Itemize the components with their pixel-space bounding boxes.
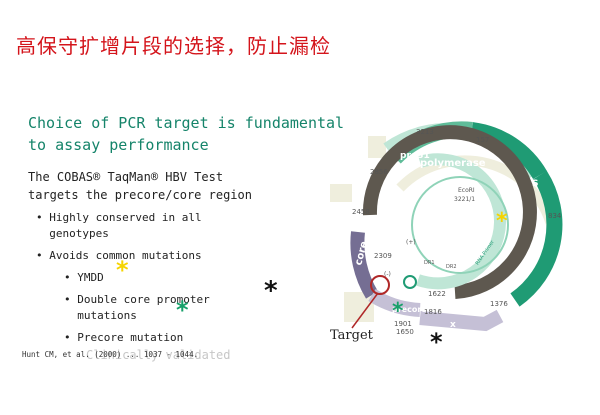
target-label: Target bbox=[330, 328, 373, 343]
core-arc bbox=[350, 231, 379, 299]
bullet-text: • Highly conserved in all bbox=[36, 211, 202, 224]
polymerase-arc bbox=[362, 125, 537, 299]
bullet-avoids-mutations: • Avoids common mutations bbox=[36, 248, 202, 264]
target-circle bbox=[370, 275, 390, 295]
slide-title-chinese: 高保守扩增片段的选择，防止漏检 bbox=[16, 34, 331, 58]
position-label: 1816 bbox=[424, 308, 442, 316]
bullet-highly-conserved: • Highly conserved in all genotypes bbox=[36, 210, 202, 242]
x-gene-arc bbox=[419, 309, 504, 332]
x-gene-label: x bbox=[450, 320, 456, 330]
dr1-label: DR1 bbox=[424, 260, 435, 266]
bullet-text: • Avoids common mutations bbox=[36, 249, 202, 262]
inner-strand-ring bbox=[411, 176, 509, 274]
subtitle-line-1: The COBAS® TaqMan® HBV Test bbox=[28, 170, 224, 184]
position-label: 157 bbox=[476, 136, 489, 144]
slide-subtitle: The COBAS® TaqMan® HBV Test targets the … bbox=[28, 168, 252, 204]
ecori-position: 3221/1 bbox=[454, 196, 475, 203]
target-arrow bbox=[351, 292, 379, 329]
green-star-marker: * bbox=[392, 299, 404, 324]
citation: Hunt CM, et al. (2000) ... 1037 - 1044. bbox=[22, 350, 199, 359]
sub-bullet-text: • Precore mutation bbox=[64, 331, 184, 344]
beige-box bbox=[368, 136, 386, 158]
sub-bullet-text: • Double core promoter bbox=[64, 293, 210, 306]
sub-bullet-precore: • Precore mutation bbox=[64, 330, 183, 346]
polymerase-label: polymerase bbox=[420, 158, 486, 169]
beige-box bbox=[344, 292, 374, 322]
black-star-marker: * bbox=[264, 276, 278, 306]
pres1-label: preS1 bbox=[400, 151, 430, 161]
position-label: 1650 bbox=[396, 328, 414, 336]
ghost-overlay-text: Clinically validated bbox=[86, 348, 231, 362]
position-label: 2309 bbox=[374, 252, 392, 260]
heading-line-2: to assay performance bbox=[28, 136, 209, 154]
plus-strand-label: (+) bbox=[406, 239, 416, 246]
sub-bullet-ymdd: • YMDD bbox=[64, 270, 104, 286]
s-gene-arc bbox=[510, 170, 563, 307]
position-label: 1901 bbox=[394, 320, 412, 328]
position-label: 2458 bbox=[352, 208, 370, 216]
sub-bullet-double-core-promoter: • Double core promoter mutations bbox=[64, 292, 210, 324]
dr2-label: DR2 bbox=[446, 264, 457, 270]
heading-line-1: Choice of PCR target is fundamental bbox=[28, 114, 345, 132]
pres2-label: preS2 bbox=[438, 143, 468, 153]
position-label: 2856 bbox=[370, 168, 388, 176]
beige-box bbox=[330, 184, 352, 202]
precore-label: precore bbox=[392, 305, 427, 314]
inner-strand-arc bbox=[416, 153, 507, 290]
sub-bullet-text: mutations bbox=[64, 309, 137, 322]
minus-strand-label: (-) bbox=[384, 271, 391, 278]
s-gene-label: S bbox=[532, 179, 538, 189]
yellow-star-marker: * bbox=[116, 256, 129, 284]
black-star-marker: * bbox=[430, 328, 443, 356]
yellow-star-marker: * bbox=[496, 209, 508, 234]
subtitle-line-2: targets the precore/core region bbox=[28, 188, 252, 202]
ecori-label: EcoRI bbox=[458, 187, 475, 194]
outer-rim-band bbox=[396, 155, 557, 230]
position-label: 1376 bbox=[490, 300, 508, 308]
slide-heading: Choice of PCR target is fundamental to a… bbox=[28, 112, 344, 156]
position-label: 3213 bbox=[416, 128, 434, 136]
position-label: 834 bbox=[548, 212, 562, 220]
bullet-text: genotypes bbox=[36, 227, 109, 240]
position-label: 1622 bbox=[428, 290, 446, 298]
dr-marker bbox=[403, 275, 417, 289]
sub-bullet-text: • YMDD bbox=[64, 271, 104, 284]
green-star-marker: * bbox=[176, 296, 189, 324]
